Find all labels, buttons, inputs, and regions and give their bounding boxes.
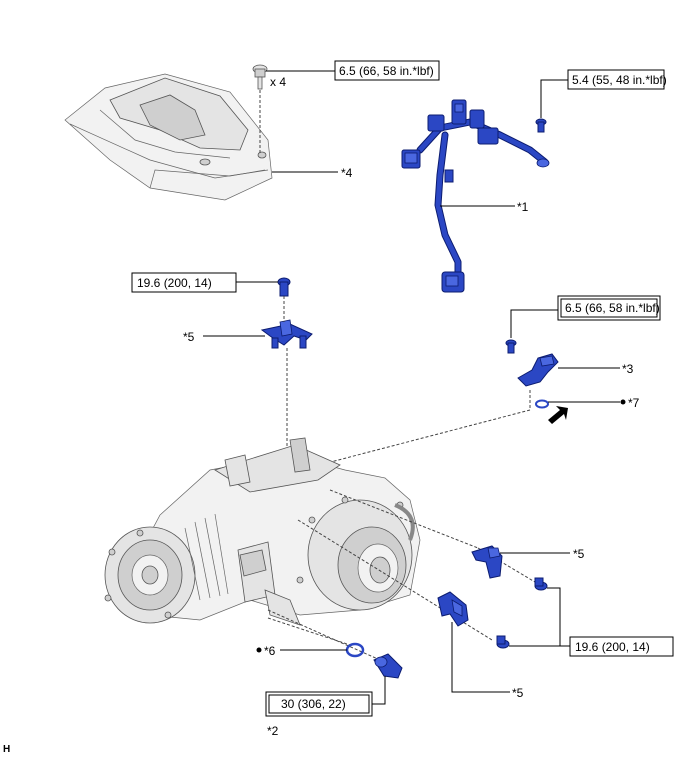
right-bracket-part	[471, 545, 503, 579]
torque-side-bracket-bolt: 19.6 (200, 14)	[575, 640, 650, 654]
callout-c1: *1	[517, 200, 529, 214]
top-bracket-part	[260, 319, 313, 349]
torque-cover-bolt: 6.5 (66, 58 in.*lbf)	[339, 64, 434, 78]
o-ring-c7	[535, 399, 549, 409]
side-bracket-bolt-lower	[496, 635, 510, 649]
gasket-c6	[345, 642, 365, 658]
torque-box-side-bracket	[569, 636, 674, 657]
sensor-bolt	[505, 339, 517, 354]
callout-c4: *4	[341, 166, 353, 180]
transfer-case-housing	[104, 437, 421, 626]
callout-c3: *3	[622, 362, 634, 376]
harness-bolt	[535, 118, 547, 133]
callout-c6: *6	[264, 644, 276, 658]
callout-c5-bottom: *5	[512, 686, 524, 700]
pointer-arrow-icon	[548, 406, 568, 424]
sensor-part	[517, 353, 559, 387]
torque-top-bracket-bolt: 19.6 (200, 14)	[137, 276, 212, 290]
torque-box-cover-bolt	[334, 60, 440, 81]
cover-part	[64, 73, 273, 201]
callout-c2: *2	[267, 724, 279, 738]
torque-box-harness-bolt	[567, 69, 665, 90]
dot-marker-c6	[256, 647, 262, 653]
figure-code: H	[3, 744, 10, 755]
callout-c5-top: *5	[183, 330, 195, 344]
bottom-bracket-part	[437, 591, 469, 627]
plug-c2	[373, 653, 403, 679]
torque-harness-bolt: 5.4 (55, 48 in.*lbf)	[572, 73, 667, 87]
cover-bolt	[252, 64, 268, 90]
torque-box-top-bracket	[131, 272, 237, 293]
side-bracket-bolt-upper	[534, 577, 548, 591]
wire-harness-part	[401, 99, 550, 293]
top-bracket-bolt	[277, 277, 291, 297]
torque-sensor-bolt: 6.5 (66, 58 in.*lbf)	[565, 301, 660, 315]
callout-c7: *7	[628, 396, 640, 410]
dot-marker-c7	[620, 399, 626, 405]
torque-plug: 30 (306, 22)	[281, 697, 346, 711]
callout-c5-right: *5	[573, 547, 585, 561]
quantity-label: x 4	[270, 75, 286, 89]
